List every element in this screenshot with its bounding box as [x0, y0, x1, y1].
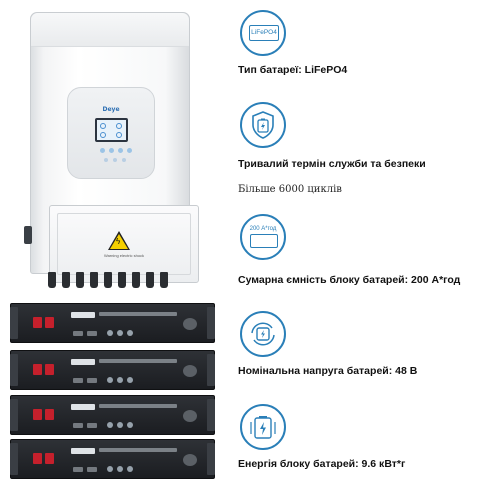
capacity-badge-text: 200 А*год — [249, 226, 277, 232]
warning-label: Warning electric shock — [103, 253, 145, 258]
battery-outline — [250, 234, 278, 248]
inverter-cable-glands — [42, 272, 182, 290]
feature-title: Номінальна напруга батарей: 48 В — [238, 365, 418, 377]
lightning-bolt-icon: ϟ — [116, 237, 121, 246]
feature-energy: Енергія блоку батарей: 9.6 кВт*г — [236, 398, 500, 478]
feature-title: Тривалий термін служби та безпеки — [238, 158, 426, 170]
inverter-status-leds — [100, 148, 132, 153]
feature-title: Тип батареї: LiFePO4 — [238, 64, 348, 76]
battery-charge-cycle-icon — [240, 311, 286, 357]
hybrid-inverter: Deye ϟ Warning electric shock — [30, 12, 199, 283]
battery-module — [10, 395, 215, 435]
lifepo4-badge-icon: LiFePO4 — [240, 10, 286, 56]
feature-voltage: Номінальна напруга батарей: 48 В — [236, 305, 500, 385]
inverter-brand-logo: Deye — [102, 106, 120, 113]
inverter-lcd-screen — [95, 118, 128, 142]
feature-lifespan: Тривалий термін служби та безпеки Більше… — [236, 96, 500, 196]
feature-subtitle: Більше 6000 циклів — [238, 184, 342, 195]
warning-triangle-icon — [108, 231, 130, 250]
product-image: Deye ϟ Warning electric shock — [0, 0, 232, 500]
warning-triangle-fill — [110, 234, 128, 249]
inverter-buttons — [104, 158, 126, 162]
battery-energy-icon — [240, 404, 286, 450]
inverter-side-switch — [24, 226, 32, 244]
battery-module — [10, 303, 215, 343]
feature-title: Сумарна ємність блоку батарей: 200 А*год — [238, 274, 461, 286]
feature-title: Енергія блоку батарей: 9.6 кВт*г — [238, 458, 406, 470]
battery-module — [10, 350, 215, 390]
inverter-display-panel: Deye — [67, 87, 155, 179]
inverter-top-cap — [31, 13, 189, 47]
lifepo4-badge-text: LiFePO4 — [249, 25, 279, 41]
battery-capacity-icon: 200 А*год — [240, 214, 286, 260]
feature-battery-type: LiFePO4 Тип батареї: LiFePO4 — [236, 0, 500, 80]
feature-capacity: 200 А*год Сумарна ємність блоку батарей:… — [236, 210, 500, 290]
shield-battery-icon — [240, 102, 286, 148]
battery-module — [10, 439, 215, 479]
